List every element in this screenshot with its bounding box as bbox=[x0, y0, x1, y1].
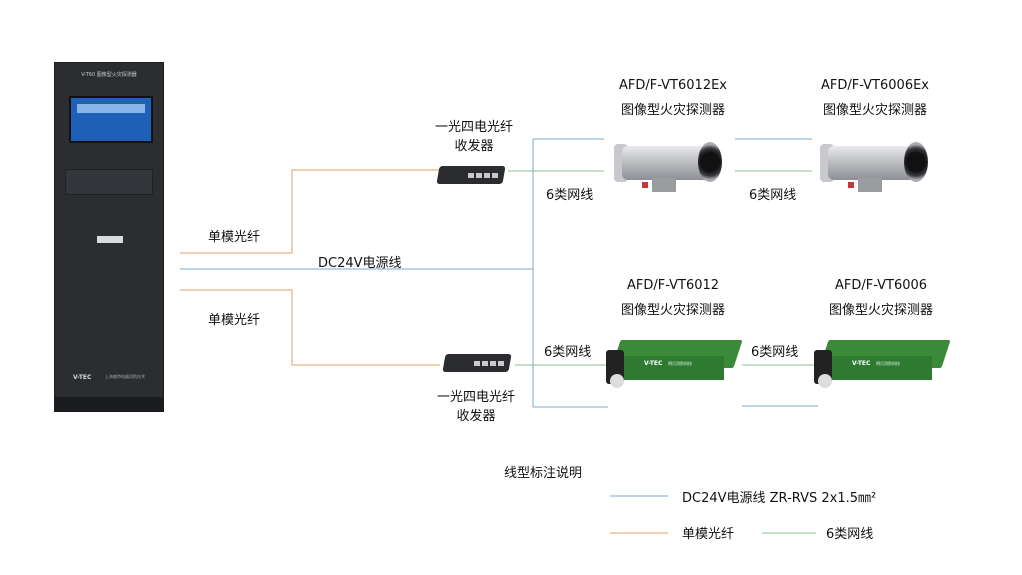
legend-cat6-text: 6类网线 bbox=[826, 527, 874, 542]
fiber-label-bottom: 单模光纤 bbox=[208, 313, 261, 328]
cabinet-brand: V-TEC bbox=[73, 374, 92, 381]
camera-vt6006-label: AFD/F-VT6006 图像型火灾探测器 bbox=[806, 276, 956, 320]
cat6-label-3: 6类网线 bbox=[544, 345, 592, 360]
camera-name: 图像型火灾探测器 bbox=[828, 303, 933, 318]
camera-brand: V-TEC bbox=[852, 360, 871, 367]
legend-title: 线型标注说明 bbox=[504, 466, 583, 481]
camera-model: AFD/F-VT6006Ex bbox=[821, 78, 929, 93]
fiber-transceiver-bottom bbox=[442, 350, 514, 376]
cabinet-company: 上海威特电器消防技术 bbox=[105, 374, 145, 379]
transceiver-top-line2: 收发器 bbox=[454, 139, 494, 154]
transceiver-bottom-line2: 收发器 bbox=[456, 409, 496, 424]
transceiver-bottom-line1: 一光四电光纤 bbox=[436, 390, 515, 405]
camera-vt6012-label: AFD/F-VT6012 图像型火灾探测器 bbox=[598, 276, 748, 320]
power-label: DC24V电源线 bbox=[318, 256, 402, 271]
legend-fiber-text: 单模光纤 bbox=[682, 527, 735, 542]
transceiver-top-line1: 一光四电光纤 bbox=[434, 120, 513, 135]
camera-vt6012ex bbox=[612, 136, 724, 194]
fiber-line-bottom bbox=[180, 289, 440, 366]
camera-vt6012ex-label: AFD/F-VT6012Ex 图像型火灾探测器 bbox=[598, 76, 748, 120]
fiber-line-top bbox=[180, 169, 440, 254]
transceiver-top-label: 一光四电光纤 收发器 bbox=[422, 118, 526, 156]
camera-vt6006ex bbox=[818, 136, 930, 194]
camera-vt6012: V-TEC 明月消防科技 bbox=[606, 340, 743, 392]
cat6-label-1: 6类网线 bbox=[546, 188, 594, 203]
cabinet-screen bbox=[69, 96, 153, 143]
camera-model: AFD/F-VT6012Ex bbox=[619, 78, 727, 93]
camera-name: 图像型火灾探测器 bbox=[822, 103, 927, 118]
camera-slogan: 明月消防科技 bbox=[876, 361, 900, 366]
camera-name: 图像型火灾探测器 bbox=[620, 303, 725, 318]
camera-model: AFD/F-VT6006 bbox=[834, 278, 928, 293]
camera-slogan: 明月消防科技 bbox=[668, 361, 692, 366]
cabinet-panel-1 bbox=[65, 169, 153, 195]
camera-name: 图像型火灾探测器 bbox=[620, 103, 725, 118]
camera-vt6006: V-TEC 明月消防科技 bbox=[814, 340, 951, 392]
cat6-label-4: 6类网线 bbox=[751, 345, 799, 360]
cabinet-slot bbox=[97, 236, 123, 243]
camera-brand: V-TEC bbox=[644, 360, 663, 367]
cabinet-title: V-T60 图像型火灾探测器 bbox=[81, 72, 137, 78]
cat6-label-2: 6类网线 bbox=[749, 188, 797, 203]
transceiver-bottom-label: 一光四电光纤 收发器 bbox=[424, 388, 528, 426]
detector-host-cabinet: V-T60 图像型火灾探测器 V-TEC 上海威特电器消防技术 bbox=[54, 62, 164, 412]
fiber-transceiver-top bbox=[436, 162, 508, 188]
cabinet-base bbox=[55, 397, 163, 411]
legend-power-text: DC24V电源线 ZR-RVS 2x1.5㎜² bbox=[682, 491, 877, 506]
camera-model: AFD/F-VT6012 bbox=[626, 278, 720, 293]
fiber-label-top: 单模光纤 bbox=[208, 230, 261, 245]
camera-vt6006ex-label: AFD/F-VT6006Ex 图像型火灾探测器 bbox=[800, 76, 950, 120]
